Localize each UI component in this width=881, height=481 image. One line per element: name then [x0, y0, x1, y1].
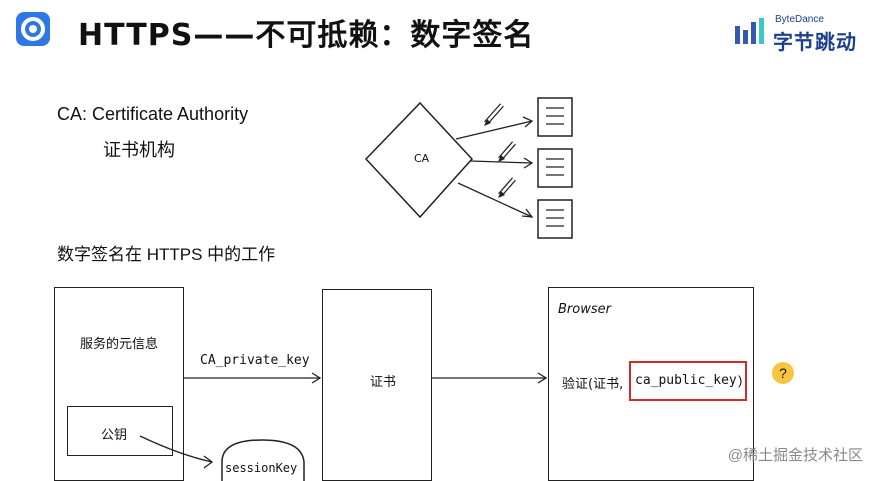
app-logo-icon: [16, 12, 50, 46]
browser-label: Browser: [558, 302, 611, 317]
session-key-label: sessionKey: [225, 461, 298, 475]
session-key-ellipse: [221, 439, 305, 481]
watermark: @稀土掘金技术社区: [727, 447, 863, 464]
brand-name-cn: 字节跳动: [773, 32, 857, 54]
brand-name-en: ByteDance: [775, 14, 824, 25]
ca-public-key-text: ca_public_key: [635, 373, 737, 388]
issue-arrow-2: [469, 160, 533, 164]
verify-suffix: ): [738, 373, 743, 388]
pen-icon: [498, 177, 516, 198]
send-arrow: [432, 372, 548, 384]
ca-issuance-diagram: [364, 97, 573, 239]
ca-private-key-label: CA_private_key: [200, 353, 310, 368]
ca-diamond-label: CA: [414, 152, 430, 165]
ca-diamond: [364, 101, 474, 219]
sign-arrow: [184, 372, 322, 384]
certificate-document-icon: [537, 148, 573, 188]
issue-arrow-1: [455, 120, 533, 140]
certificate-document-icon: [537, 97, 573, 137]
certificate-label: 证书: [370, 374, 397, 389]
thinking-face-icon: ?: [772, 362, 794, 384]
pen-icon: [484, 103, 504, 126]
issue-arrow-3: [457, 182, 533, 218]
ca-definition-cn: 证书机构: [103, 140, 175, 160]
verify-prefix: 验证(证书,: [562, 377, 624, 392]
pen-icon: [498, 141, 516, 162]
ca-public-key-highlight: [629, 361, 747, 401]
ca-definition: CA: Certificate Authority: [57, 104, 249, 124]
public-key-box: [67, 406, 173, 456]
bytedance-bars-icon: [735, 18, 764, 44]
flow-section-title: 数字签名在 HTTPS 中的工作: [57, 245, 276, 264]
session-arrow: [139, 435, 214, 469]
slide-title: HTTPS——不可抵赖：数字签名: [78, 18, 535, 53]
brand-logo: ByteDance 字节跳动: [735, 14, 865, 54]
certificate-document-icon: [537, 199, 573, 239]
public-key-label: 公钥: [101, 427, 128, 442]
server-metadata-label: 服务的元信息: [80, 336, 159, 351]
